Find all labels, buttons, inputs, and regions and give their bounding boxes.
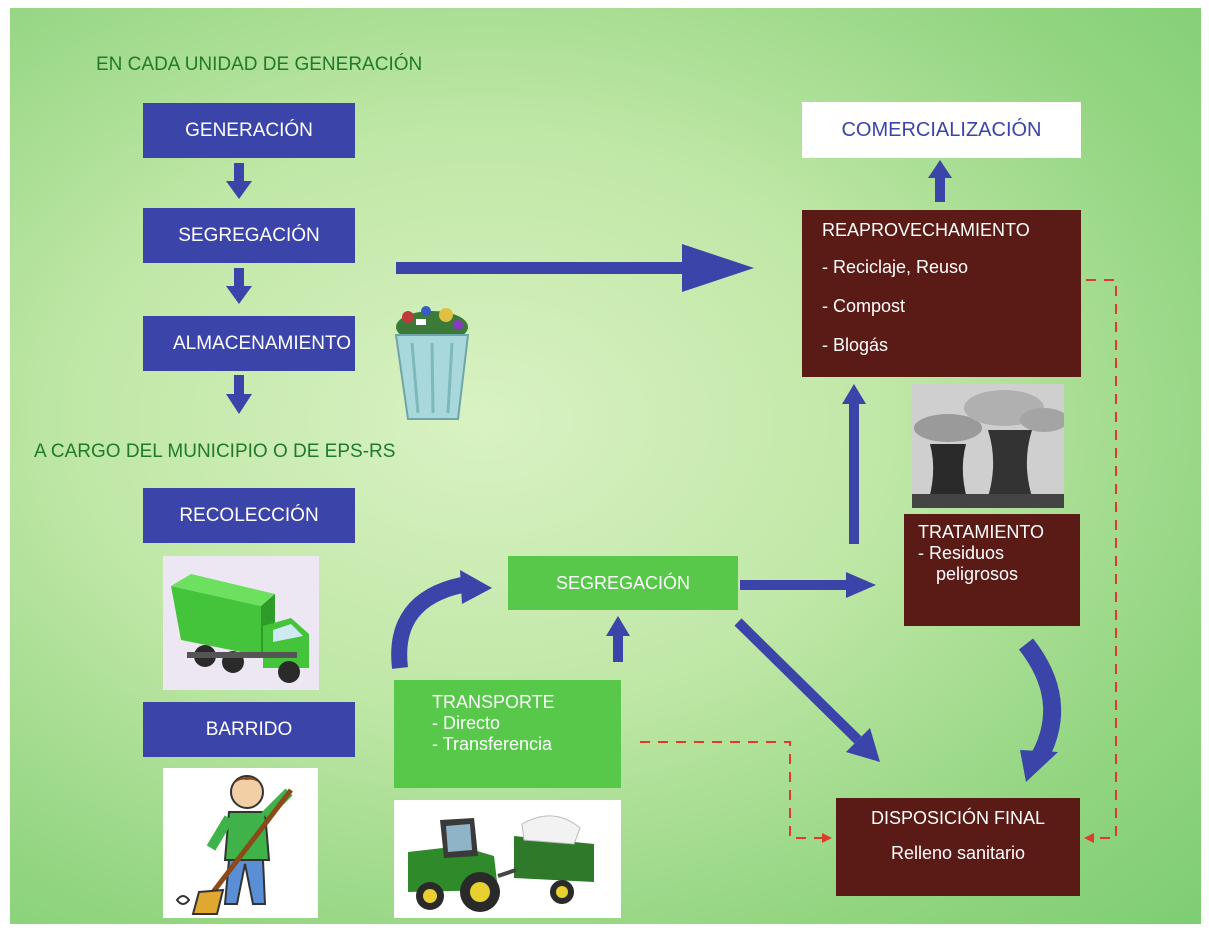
heading-unit: EN CADA UNIDAD DE GENERACIÓN: [96, 54, 423, 75]
bottom-border: [0, 924, 1209, 934]
generacion-label: GENERACIÓN: [185, 119, 313, 141]
comercializacion-box: COMERCIALIZACIÓN: [802, 102, 1081, 158]
disposicion-box: DISPOSICIÓN FINAL Relleno sanitario: [836, 798, 1080, 896]
segregacion-mid-box: SEGREGACIÓN: [508, 556, 738, 610]
barrido-label: BARRIDO: [205, 718, 293, 740]
tratamiento-title: TRATAMIENTO: [918, 522, 1044, 542]
segregacion-top-label: SEGREGACIÓN: [178, 224, 320, 246]
disposicion-title: DISPOSICIÓN FINAL: [870, 808, 1046, 828]
recoleccion-label: RECOLECCIÓN: [179, 504, 319, 526]
up-arrow-to-reaprovechamiento: [842, 384, 866, 544]
tratamiento-box: TRATAMIENTO - Residuos peligrosos: [904, 514, 1080, 626]
tractor-trailer-icon: [394, 800, 621, 918]
segregacion-mid-label: SEGREGACIÓN: [555, 572, 691, 593]
transporte-item: - Directo: [432, 713, 501, 733]
transporte-item: - Transferencia: [432, 734, 553, 754]
reaprovechamiento-item: - Compost: [822, 296, 906, 316]
dashed-arrow-transporte-disposicion: [640, 741, 832, 843]
reaprovechamiento-box: REAPROVECHAMIENTO - Reciclaje, Reuso - C…: [802, 210, 1081, 377]
trash-can-icon: [386, 303, 476, 423]
generacion-box: GENERACIÓN: [143, 103, 355, 158]
right-arrow-to-tratamiento: [740, 572, 876, 598]
curved-arrow-to-segregacion: [391, 570, 492, 669]
down-arrow: [226, 268, 252, 304]
top-border: [0, 0, 1209, 8]
recoleccion-box: RECOLECCIÓN: [143, 488, 355, 543]
right-border: [1201, 0, 1209, 934]
reaprovechamiento-title: REAPROVECHAMIENTO: [822, 220, 1030, 240]
reaprovechamiento-item: - Blogás: [822, 335, 889, 355]
segregacion-top-box: SEGREGACIÓN: [143, 208, 355, 263]
heading-municipality: A CARGO DEL MUNICIPIO O DE EPS-RS: [34, 441, 396, 462]
comercializacion-label: COMERCIALIZACIÓN: [841, 118, 1042, 141]
diagonal-arrow-to-disposicion: [734, 618, 880, 762]
tratamiento-line2: peligrosos: [936, 564, 1019, 584]
barrido-box: BARRIDO: [143, 702, 355, 757]
sweeping-boy-icon: [163, 768, 318, 918]
transporte-box: TRANSPORTE - Directo - Transferencia: [394, 680, 621, 788]
almacenamiento-box: ALMACENAMIENTO: [143, 316, 355, 371]
transporte-title: TRANSPORTE: [432, 692, 555, 712]
disposicion-subtitle: Relleno sanitario: [890, 843, 1026, 863]
dashed-arrow-reaprovechamiento-disposicion: [1084, 279, 1117, 843]
left-border: [0, 0, 10, 934]
curved-arrow-to-disposicion: [1018, 638, 1062, 782]
up-arrow-to-segregacion: [606, 616, 630, 662]
garbage-truck-icon: [163, 556, 319, 690]
cooling-towers-icon: [912, 384, 1068, 508]
reaprovechamiento-item: - Reciclaje, Reuso: [822, 257, 969, 277]
right-arrow-to-reaprovechamiento: [396, 244, 754, 292]
down-arrow: [226, 163, 252, 199]
up-arrow-to-comercializacion: [928, 160, 952, 202]
almacenamiento-label: ALMACENAMIENTO: [173, 332, 352, 354]
down-arrow: [226, 375, 252, 414]
tratamiento-line1: - Residuos: [918, 543, 1005, 563]
